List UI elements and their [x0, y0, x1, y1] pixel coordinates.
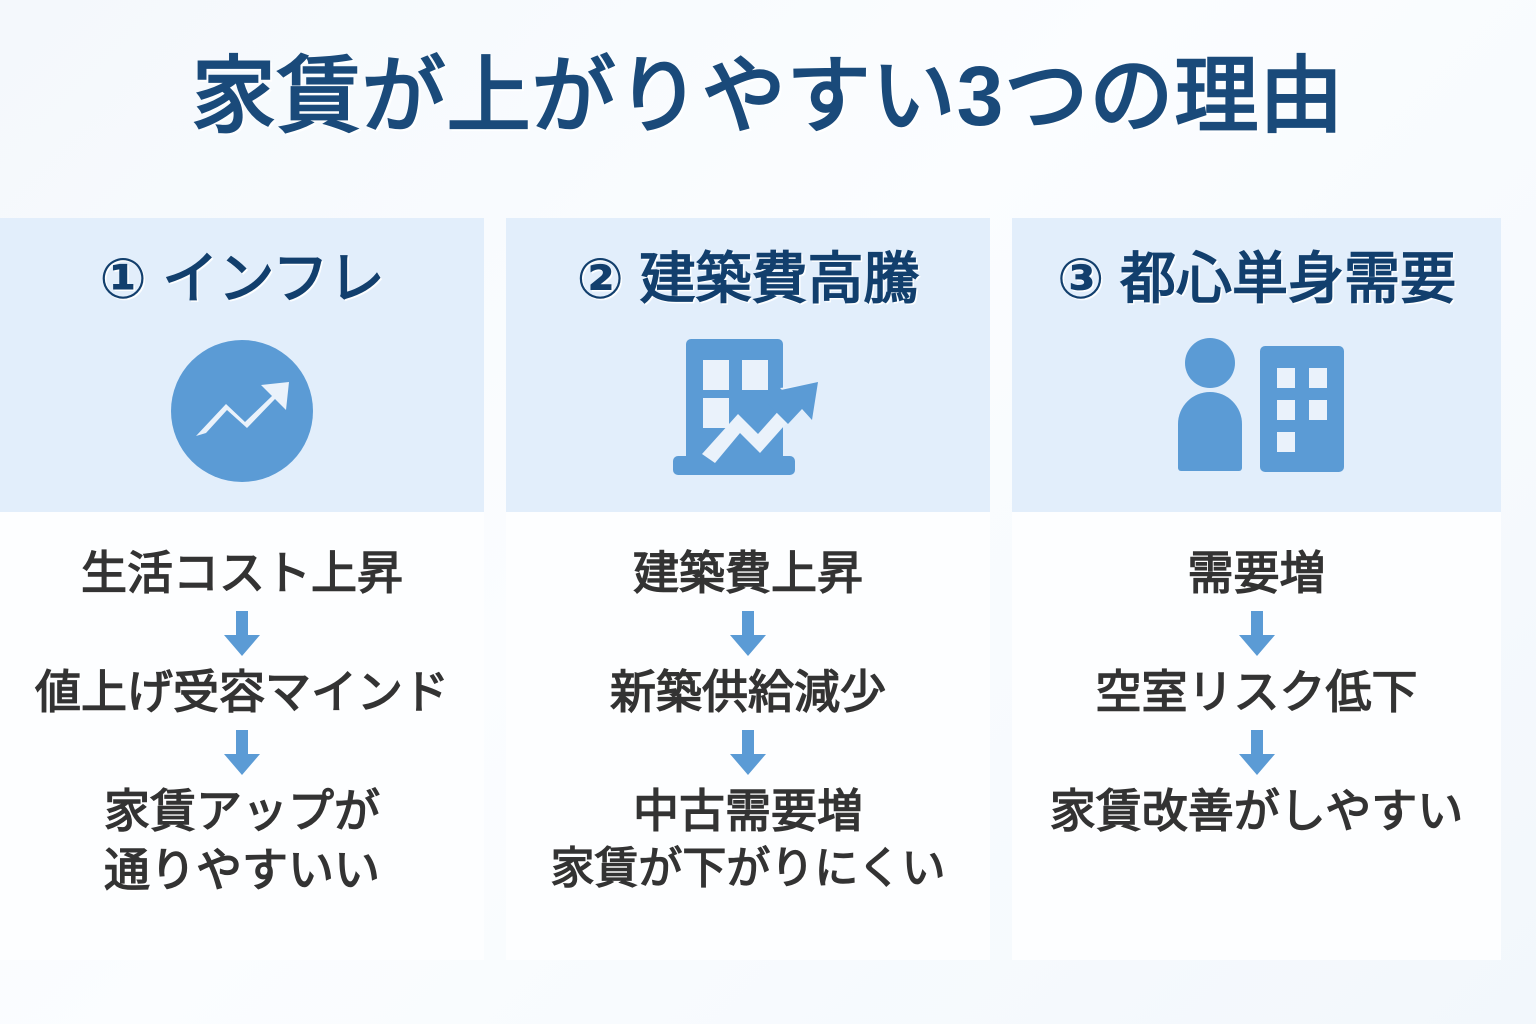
person-apartment-icon	[1177, 337, 1344, 472]
reason-2-step-1: 建築費上昇	[633, 547, 863, 599]
reason-2-heading: ② 建築費高騰	[576, 247, 920, 310]
reason-1-step-3-line-2: 通りやすいい	[104, 843, 380, 896]
reasons-columns: ① インフレ 生活コスト上昇 値上げ受容マインド 家賃	[0, 218, 1536, 960]
reason-3-body: 需要増 空室リスク低下 家賃改善がしやすい	[1012, 512, 1501, 960]
reason-column-2: ② 建築費高騰	[506, 218, 990, 960]
reason-2-step-3-line-2: 家賃が下がりにくい	[550, 843, 946, 893]
reason-1-body: 生活コスト上昇 値上げ受容マインド 家賃アップが 通りやすいい	[0, 512, 484, 960]
building-rising-cost-icon	[673, 338, 818, 475]
reason-3-step-1: 需要増	[1187, 547, 1326, 599]
page-title: 家賃が上がりやすい3つの理由	[191, 49, 1345, 143]
down-arrow-icon	[224, 729, 260, 775]
page-title-wrap: 家賃が上がりやすい3つの理由	[0, 54, 1536, 138]
reason-2-header: ② 建築費高騰	[506, 218, 990, 512]
column-gap-1	[484, 218, 506, 960]
reason-2-body: 建築費上昇 新築供給減少 中古需要増 家賃が下がりにくい	[506, 512, 990, 960]
reason-1-step-2: 値上げ受容マインド	[35, 665, 449, 718]
reason-3-step-2: 空室リスク低下	[1095, 665, 1418, 718]
reason-3-header: ③ 都心単身需要	[1012, 218, 1501, 512]
reason-1-step-1: 生活コスト上昇	[81, 547, 403, 599]
reason-1-header: ① インフレ	[0, 218, 484, 512]
reason-2-icon-box	[506, 310, 990, 512]
reason-3-heading: ③ 都心単身需要	[1057, 247, 1456, 310]
reason-1-step-3-line-1: 家賃アップが	[104, 784, 380, 837]
down-arrow-icon	[1238, 610, 1275, 656]
reason-column-1: ① インフレ 生活コスト上昇 値上げ受容マインド 家賃	[0, 218, 484, 960]
reason-1-heading: ① インフレ	[99, 247, 385, 310]
down-arrow-icon	[730, 610, 766, 656]
reason-2-step-3-line-1: 中古需要増	[633, 784, 863, 837]
reason-2-step-2: 新築供給減少	[610, 665, 886, 718]
reason-3-icon-box	[1012, 310, 1501, 512]
trending-up-circle-icon	[171, 339, 313, 482]
down-arrow-icon	[730, 729, 766, 775]
column-gap-2	[990, 218, 1012, 960]
down-arrow-icon	[1238, 729, 1275, 775]
reason-column-3: ③ 都心単身需要	[1012, 218, 1501, 960]
reason-3-step-3: 家賃改善がしやすい	[1049, 784, 1464, 837]
right-margin	[1501, 218, 1536, 960]
down-arrow-icon	[224, 610, 260, 656]
reason-1-icon-box	[0, 310, 484, 512]
